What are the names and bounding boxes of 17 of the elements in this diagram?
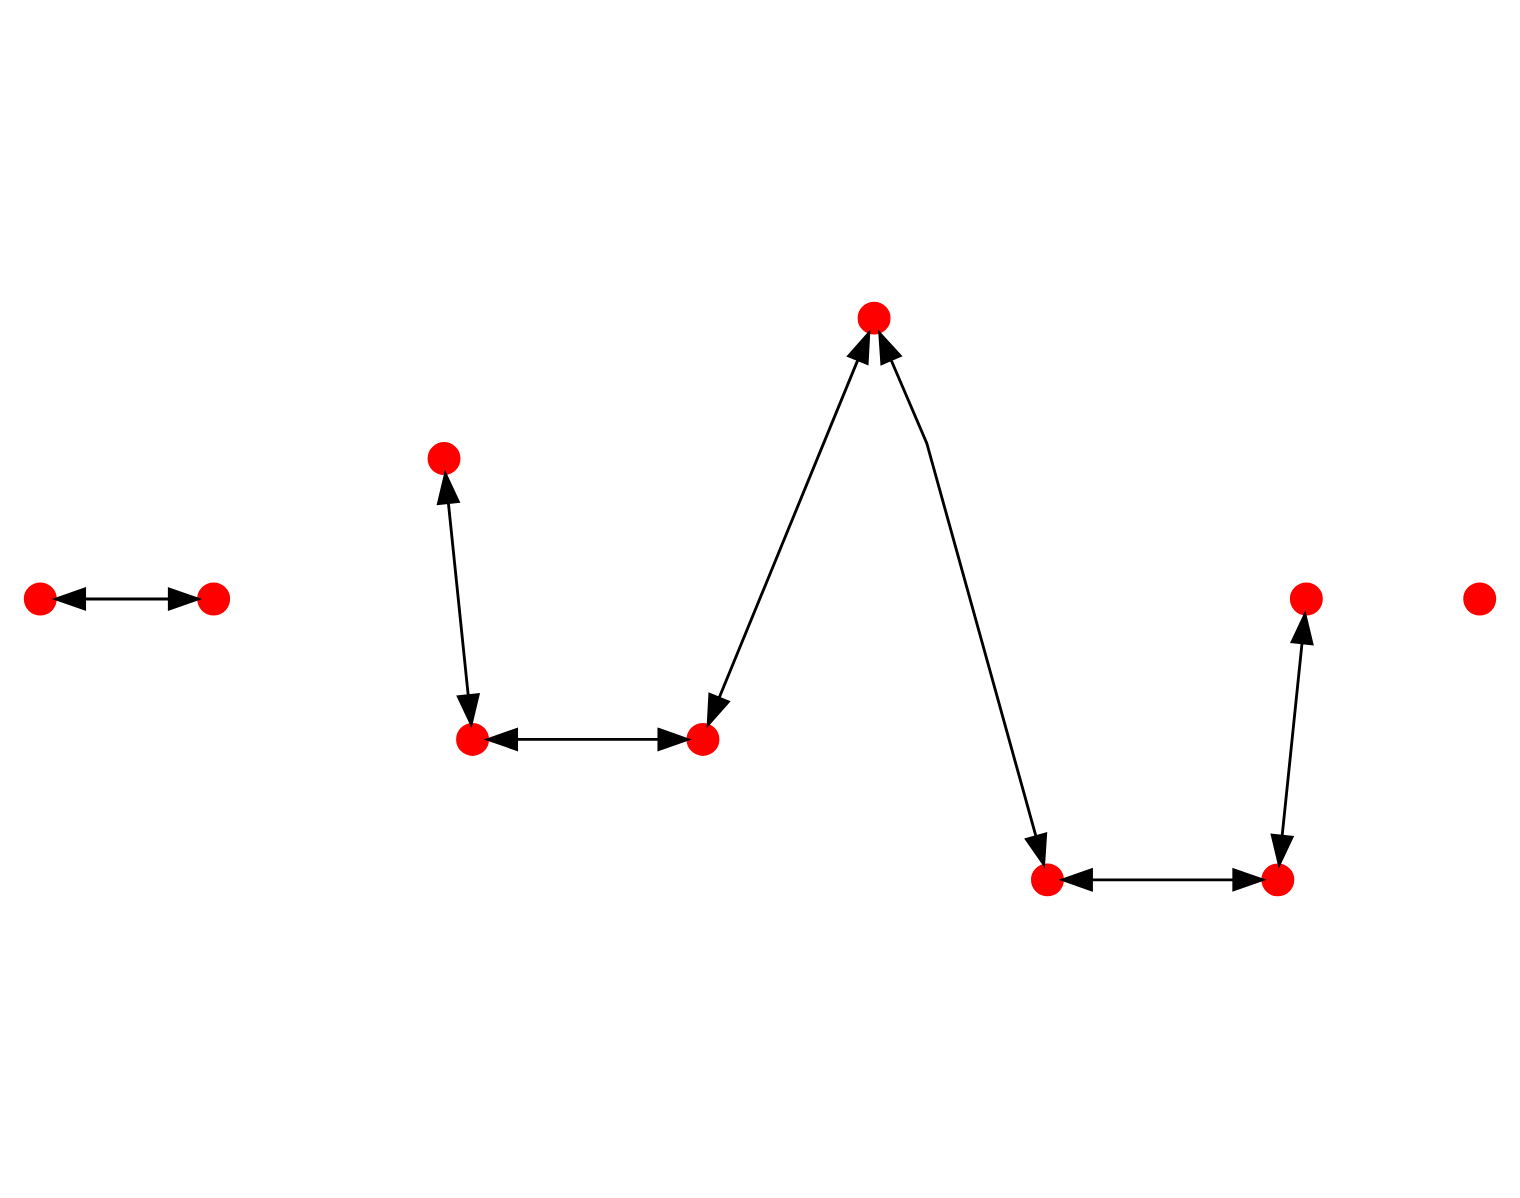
node-circle (1261, 863, 1295, 897)
node-circle (456, 722, 489, 756)
node-circle (23, 582, 57, 616)
node-circle (197, 582, 231, 616)
node-circle (1463, 582, 1497, 616)
arrow (51, 587, 203, 611)
arrow (878, 329, 1048, 869)
node-circle (686, 722, 720, 756)
node-circle (1031, 863, 1064, 897)
arrow (1270, 610, 1314, 869)
node-circle (1289, 582, 1323, 616)
arrow (483, 727, 692, 752)
arrow (1058, 867, 1267, 892)
node-circle (427, 442, 461, 476)
arrow (706, 329, 871, 729)
arrow (436, 469, 481, 729)
node-circle (857, 301, 891, 335)
